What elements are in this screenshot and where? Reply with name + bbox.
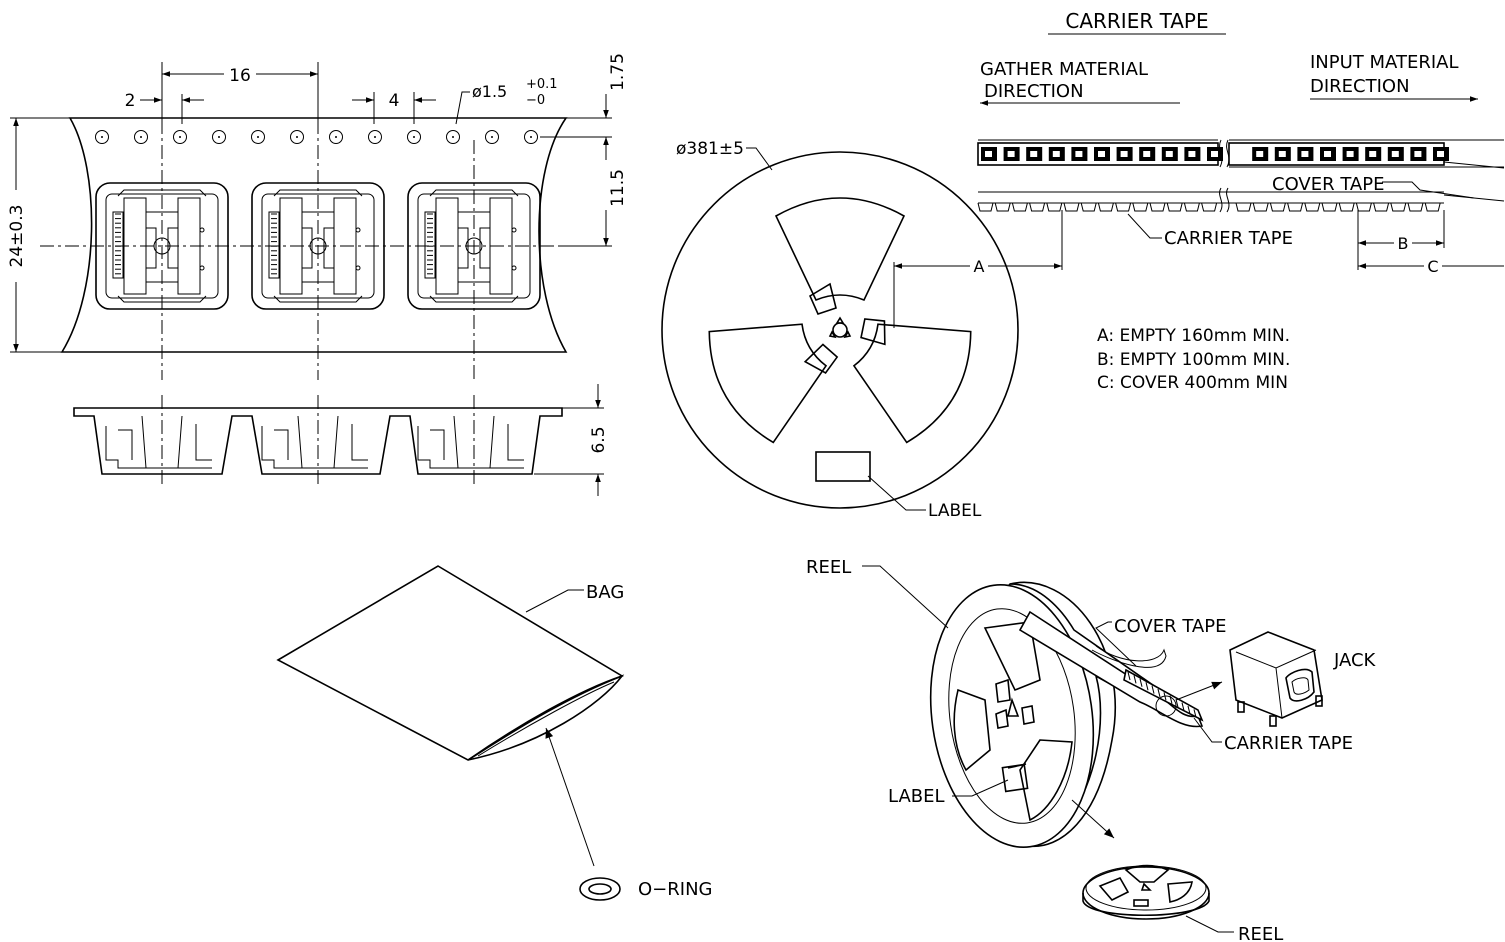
reel-label-box [815, 451, 871, 482]
hole-offset-dim: 2 [125, 91, 136, 111]
note-b: B: EMPTY 100mm MIN. [1097, 350, 1290, 370]
dim-b-label: B [1398, 234, 1409, 253]
assembly-carrier-tape: CARRIER TAPE [1224, 733, 1353, 754]
tape-strip [977, 139, 1504, 212]
carrier-title: CARRIER TAPE [1065, 9, 1208, 33]
assembly-cover-tape: COVER TAPE [1114, 616, 1226, 637]
assembly-label: LABEL [888, 786, 945, 807]
assembly-view: JACK COVER TAPE CARRIER TAPE REEL LABEL … [806, 557, 1377, 942]
strip-carrier-tape: CARRIER TAPE [1164, 228, 1293, 249]
reel-label-text: LABEL [928, 501, 982, 521]
oring-label: O−RING [638, 879, 712, 900]
note-a: A: EMPTY 160mm MIN. [1097, 326, 1290, 346]
dim-c-label: C [1427, 257, 1438, 276]
note-c: C: COVER 400mm MIN [1097, 373, 1288, 393]
assembly-reel-bottom: REEL [1238, 924, 1283, 942]
bag-label: BAG [586, 582, 624, 603]
tape-width-dim: 24±0.3 [7, 205, 27, 268]
pitch-dim: 16 [229, 66, 251, 86]
assembly-reel-top: REEL [806, 557, 851, 578]
hole-tol-minus: −0 [526, 93, 545, 108]
bag-section: BAG O−RING [276, 565, 712, 901]
pocket-depth-dim: 6.5 [589, 426, 609, 453]
jack-label: JACK [1333, 650, 1377, 671]
carrier-tape-section: CARRIER TAPE GATHER MATERIAL DIRECTION I… [894, 9, 1505, 393]
strip-cover-tape: COVER TAPE [1272, 174, 1384, 195]
gather-direction-line1: GATHER MATERIAL [980, 59, 1148, 80]
reel-diameter-dim: ø381±5 [676, 139, 744, 159]
sprocket-holes [95, 130, 538, 144]
hole-pitch-dim: 4 [389, 91, 400, 111]
tape-plan-view: 16 2 4 ø1.5 +0.1 −0 1.75 11.5 24±0.3 [7, 53, 628, 380]
gather-direction-line2: DIRECTION [984, 81, 1084, 102]
tape-side-view: 6.5 [73, 384, 609, 496]
hole-tol-plus: +0.1 [526, 77, 558, 92]
input-direction-line1: INPUT MATERIAL [1310, 52, 1459, 73]
reel-front-view: LABEL ø381±5 [661, 139, 1019, 521]
hole-to-center-dim: 11.5 [608, 169, 628, 207]
hole-diameter-dim: ø1.5 [472, 82, 507, 101]
input-direction-line2: DIRECTION [1310, 76, 1410, 97]
edge-to-hole-dim: 1.75 [608, 53, 628, 91]
dim-a-label: A [974, 257, 985, 276]
